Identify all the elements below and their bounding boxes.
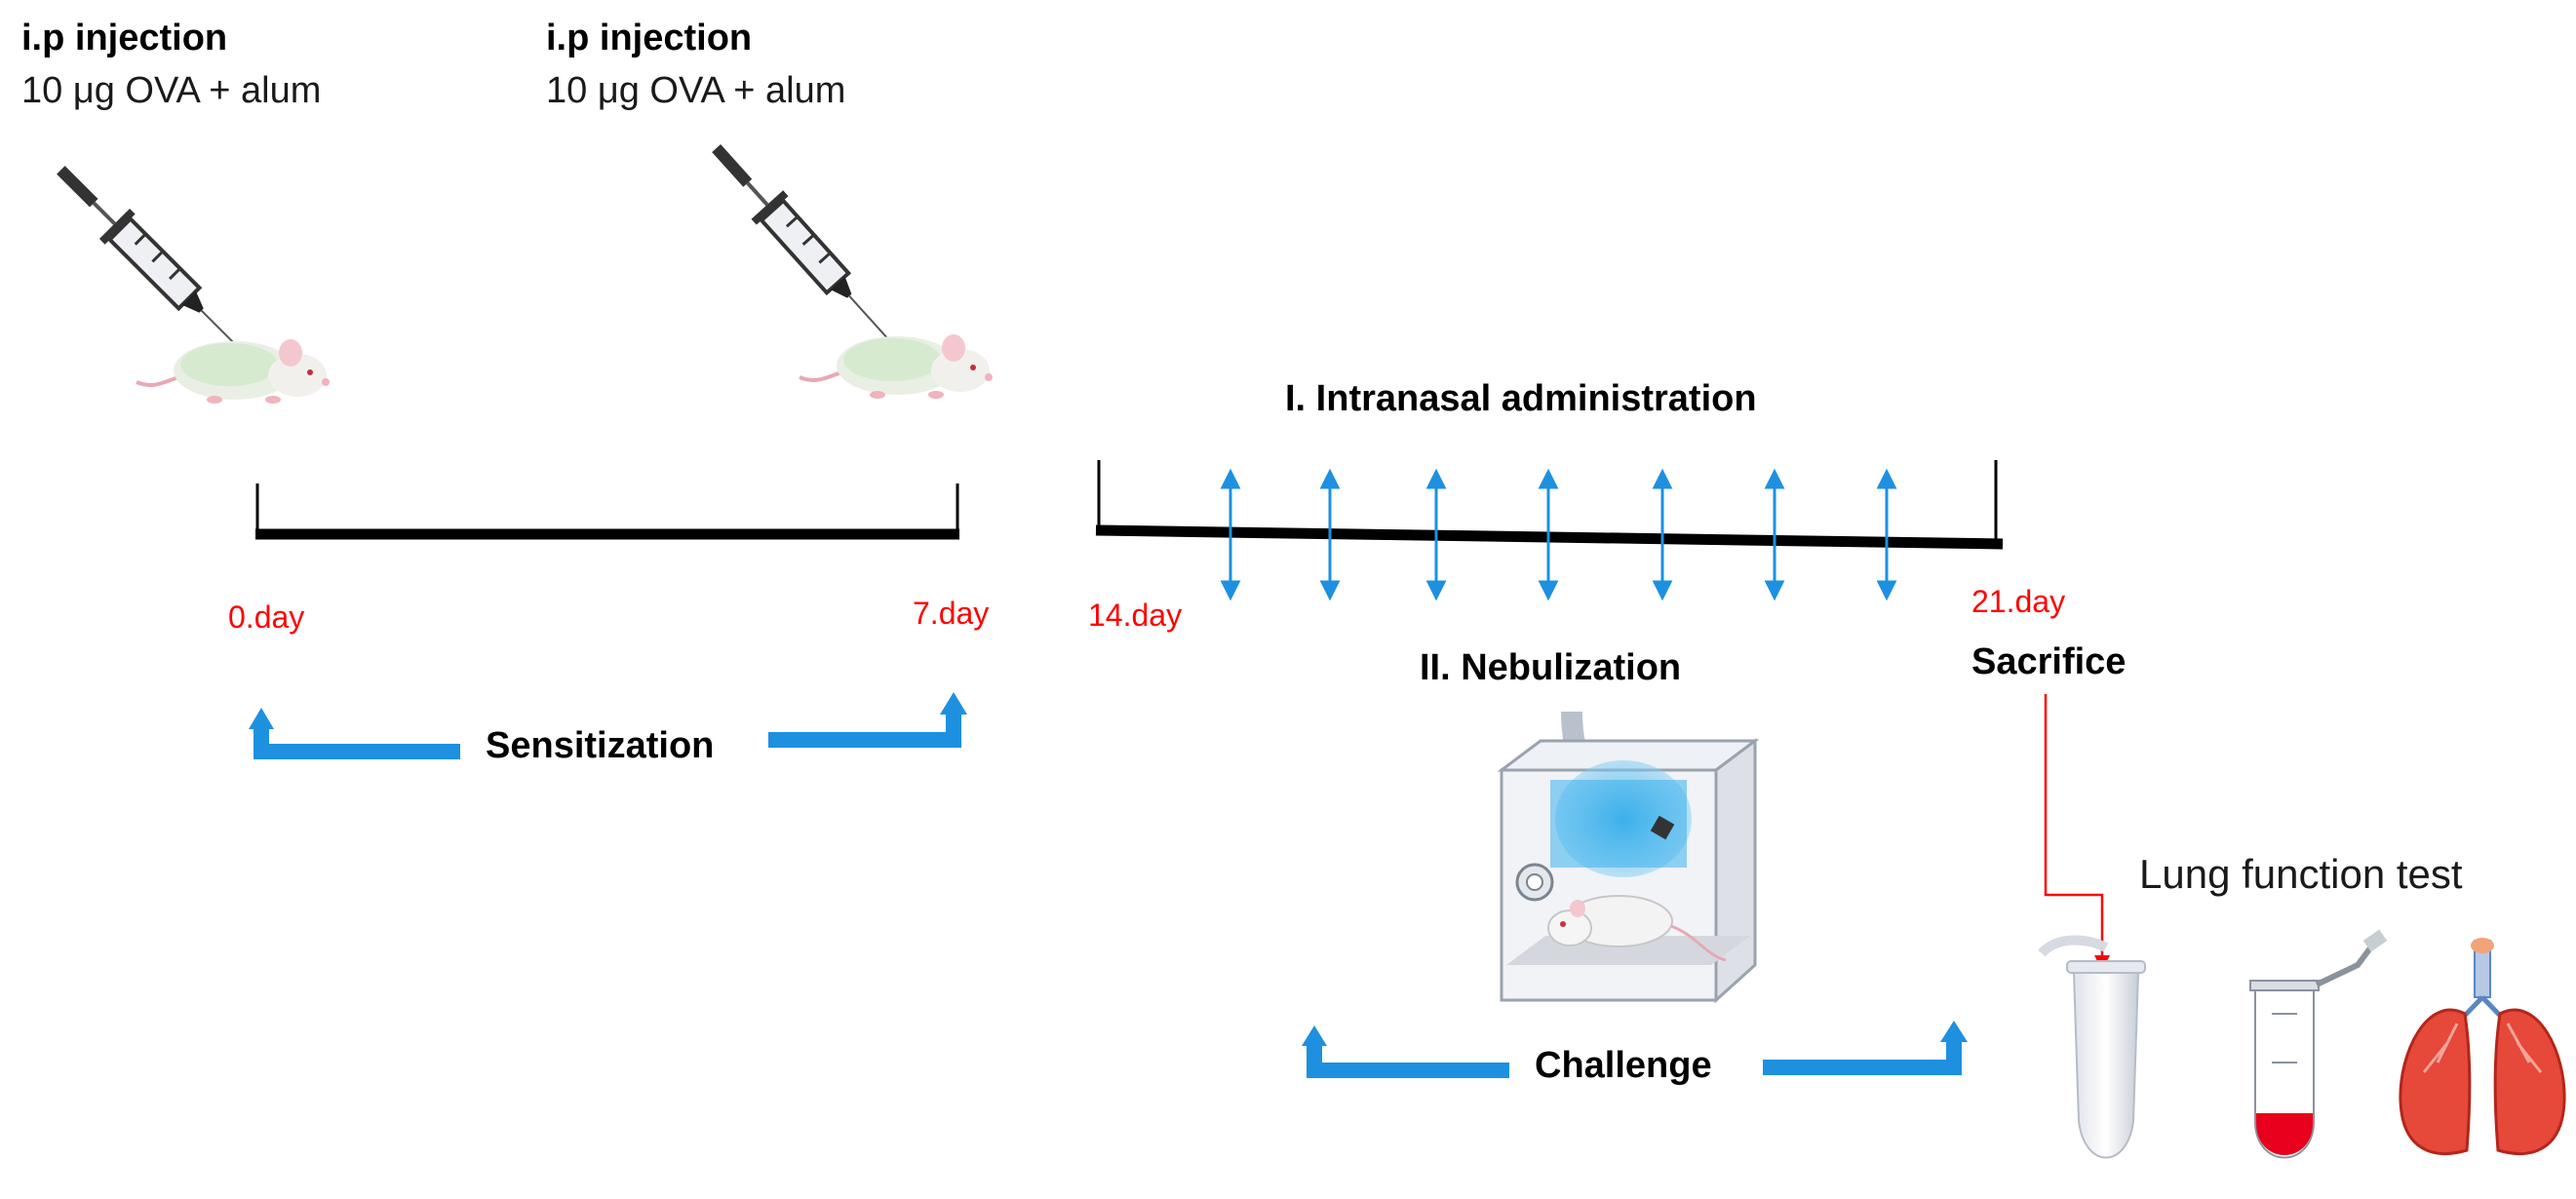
- nebulization-label: II. Nebulization: [1420, 647, 1682, 688]
- dose-arrow: [1319, 468, 1341, 601]
- sacrifice-label: Sacrifice: [1971, 641, 2127, 682]
- mouse-icon: [799, 334, 993, 399]
- challenge-label: Challenge: [1535, 1045, 1712, 1086]
- challenge-arrow-left: [1302, 1025, 1509, 1078]
- day-14-label: 14.day: [1088, 598, 1183, 633]
- intranasal-label: I. Intranasal administration: [1285, 378, 1757, 419]
- nebulization-chamber-icon: [1497, 711, 1760, 1004]
- blood-tube-icon: [2249, 929, 2388, 1159]
- injection-2-dose: 10 μg OVA + alum: [546, 70, 846, 111]
- microtube-icon: [2038, 935, 2146, 1159]
- dose-arrow: [1425, 468, 1447, 601]
- dose-arrow: [1538, 468, 1559, 601]
- dose-arrow: [1652, 468, 1673, 601]
- sensitization-arrow-left: [249, 708, 460, 759]
- dose-arrows: [1220, 468, 1897, 601]
- mouse-icon: [136, 339, 330, 404]
- challenge-arrow-right: [1763, 1021, 1968, 1075]
- lungs-icon: [2399, 938, 2566, 1155]
- dose-arrow: [1764, 468, 1785, 601]
- injection-1-dose: 10 μg OVA + alum: [21, 70, 322, 111]
- sensitization-timeline: [255, 483, 959, 540]
- injection-1-title: i.p injection: [21, 18, 228, 58]
- dose-arrow: [1220, 468, 1241, 601]
- sensitization-label: Sensitization: [486, 725, 715, 766]
- syringe-icon: [712, 144, 892, 343]
- lung-function-label: Lung function test: [2139, 851, 2463, 897]
- sacrifice-arrow: [2044, 694, 2110, 971]
- syringe-icon: [57, 166, 247, 356]
- dose-arrow: [1876, 468, 1897, 601]
- day-21-label: 21.day: [1971, 584, 2066, 619]
- day-0-label: 0.day: [228, 600, 305, 635]
- sensitization-arrow-right: [768, 692, 967, 748]
- day-7-label: 7.day: [913, 596, 990, 631]
- injection-2-title: i.p injection: [546, 18, 753, 58]
